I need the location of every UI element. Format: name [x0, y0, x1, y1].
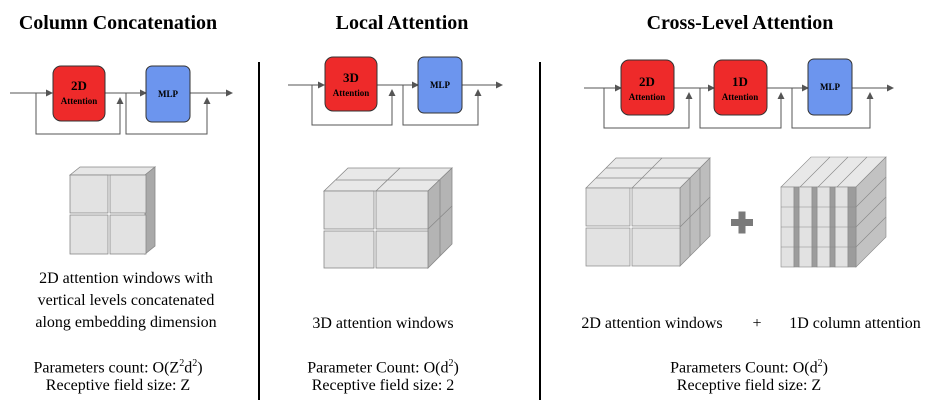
params-text: ): [453, 359, 459, 377]
panel-3-description-left: 2D attention windows: [581, 315, 723, 332]
divider-right: [539, 62, 541, 400]
panel-1-title: Column Concatenation: [18, 12, 218, 34]
panel-3-parameters: Parameters Count: O(d2): [670, 353, 828, 379]
params-superscript: 2: [448, 358, 454, 369]
mlp-block: MLP: [807, 58, 853, 116]
description-line: 2D attention windows with: [39, 270, 213, 287]
panel-2-description: 3D attention windows: [312, 315, 454, 332]
block-label-main: MLP: [820, 82, 840, 92]
panel-2-flow: [288, 81, 503, 126]
block-label-sub: Attention: [629, 92, 666, 102]
attention-2d-block: 2D Attention: [52, 65, 106, 122]
params-text: ): [822, 359, 828, 377]
description-line: along embedding dimension: [35, 314, 217, 331]
column-attention-lattice: [780, 156, 887, 268]
column-concat-cubes: [68, 166, 157, 255]
panel-3-title: Cross-Level Attention: [646, 12, 834, 34]
local-attention-cubes: [323, 167, 453, 269]
block-label-sub: Attention: [722, 92, 759, 102]
mlp-block: MLP: [145, 65, 191, 123]
attention-2d-block: 2D Attention: [620, 59, 675, 116]
params-superscript: 2: [192, 358, 198, 369]
panel-3-plus-text: +: [752, 315, 762, 332]
description-line: vertical levels concatenated: [37, 292, 215, 309]
params-text: ): [197, 359, 203, 377]
block-label-main: MLP: [158, 89, 178, 99]
block-label-main: 2D: [71, 78, 87, 93]
panel-3-description-right: 1D column attention: [789, 315, 921, 332]
attention-1d-block: 1D Attention: [713, 59, 768, 116]
block-label-main: MLP: [430, 80, 450, 90]
panel-1-flow: [10, 89, 233, 135]
panel-2-title: Local Attention: [335, 12, 469, 34]
panel-3-receptive: Receptive field size: Z: [676, 377, 822, 394]
panel-1-parameters: Parameters count: O(Z2d2): [33, 353, 202, 379]
panel-3-flow: [584, 84, 894, 129]
block-label-main: 2D: [639, 74, 655, 89]
params-text: Parameters Count: O(d: [670, 359, 818, 377]
block-label-sub: Attention: [61, 96, 98, 106]
stacked-2d-windows: [585, 157, 711, 267]
panel-2-receptive: Receptive field size: 2: [311, 377, 455, 394]
block-label-sub: Attention: [333, 88, 370, 98]
block-label-main: 3D: [343, 70, 359, 85]
params-text: Parameter Count: O(d: [307, 359, 449, 377]
block-label-main: 1D: [732, 74, 748, 89]
divider-left: [258, 62, 260, 400]
params-superscript: 2: [179, 358, 185, 369]
panel-1-receptive: Receptive field size: Z: [45, 377, 191, 394]
params-superscript: 2: [817, 358, 823, 369]
params-text: d: [184, 359, 193, 377]
panel-2-parameters: Parameter Count: O(d2): [307, 353, 459, 379]
attention-3d-block: 3D Attention: [324, 56, 378, 112]
mlp-block: MLP: [417, 56, 463, 114]
panel-1-description: 2D attention windows with vertical level…: [35, 268, 216, 334]
params-text: Parameters count: O(Z: [33, 359, 180, 377]
plus-icon: [731, 211, 753, 234]
